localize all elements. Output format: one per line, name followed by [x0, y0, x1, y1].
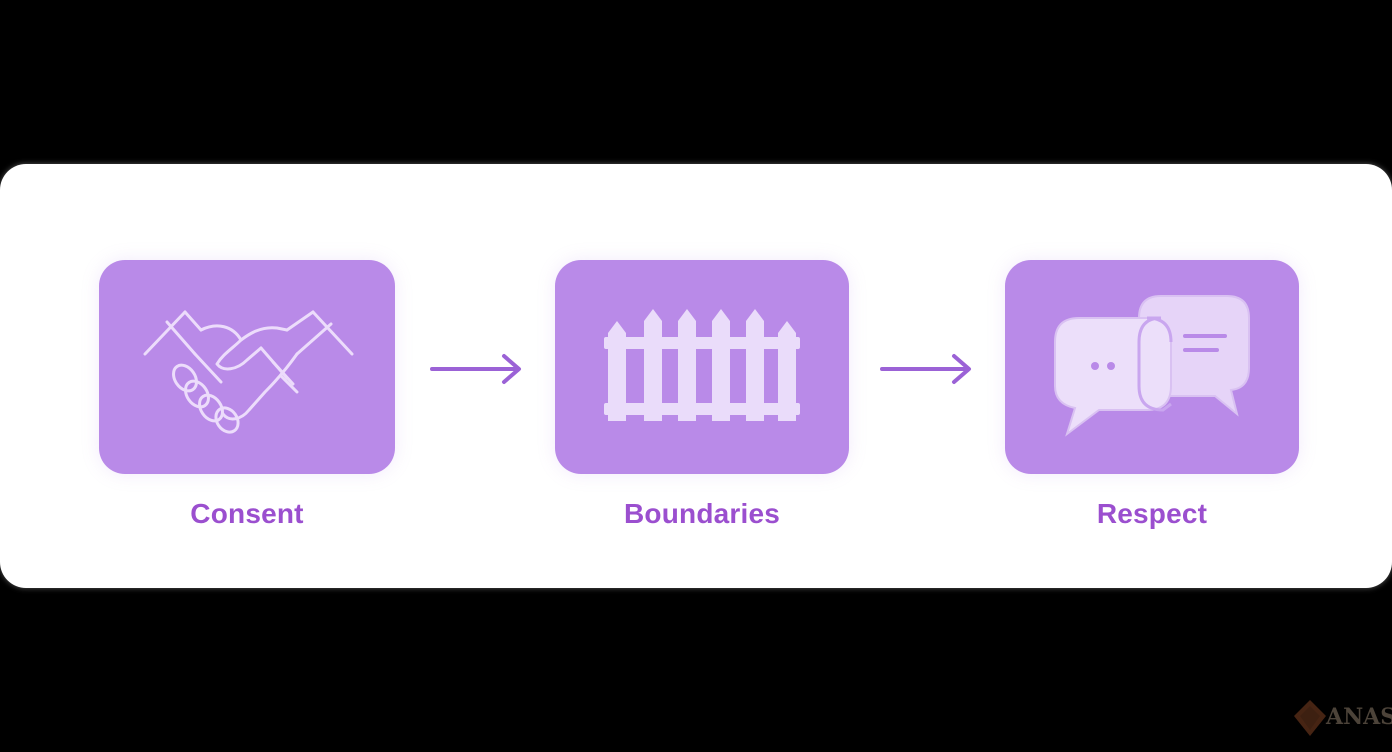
arrow-right-icon	[430, 354, 521, 384]
diagram-card: Consent	[0, 164, 1392, 588]
step-consent: Consent	[99, 260, 395, 529]
consent-tile	[99, 260, 395, 474]
logo-mark-icon	[1294, 700, 1326, 736]
step-boundaries: Boundaries	[555, 260, 849, 529]
step-label-consent: Consent	[190, 498, 304, 529]
step-label-respect: Respect	[1096, 498, 1208, 529]
step-label-boundaries: Boundaries	[623, 498, 781, 529]
watermark: ANASC	[1292, 698, 1392, 742]
boundaries-tile	[555, 260, 849, 474]
step-respect: Respect	[1005, 260, 1299, 529]
fence-icon	[604, 309, 800, 421]
arrow-right-icon	[880, 354, 971, 384]
watermark-text: ANASC	[1326, 704, 1392, 730]
handshake-icon	[143, 310, 354, 434]
speech-bubbles-icon	[1054, 295, 1250, 437]
respect-tile	[1005, 260, 1299, 474]
